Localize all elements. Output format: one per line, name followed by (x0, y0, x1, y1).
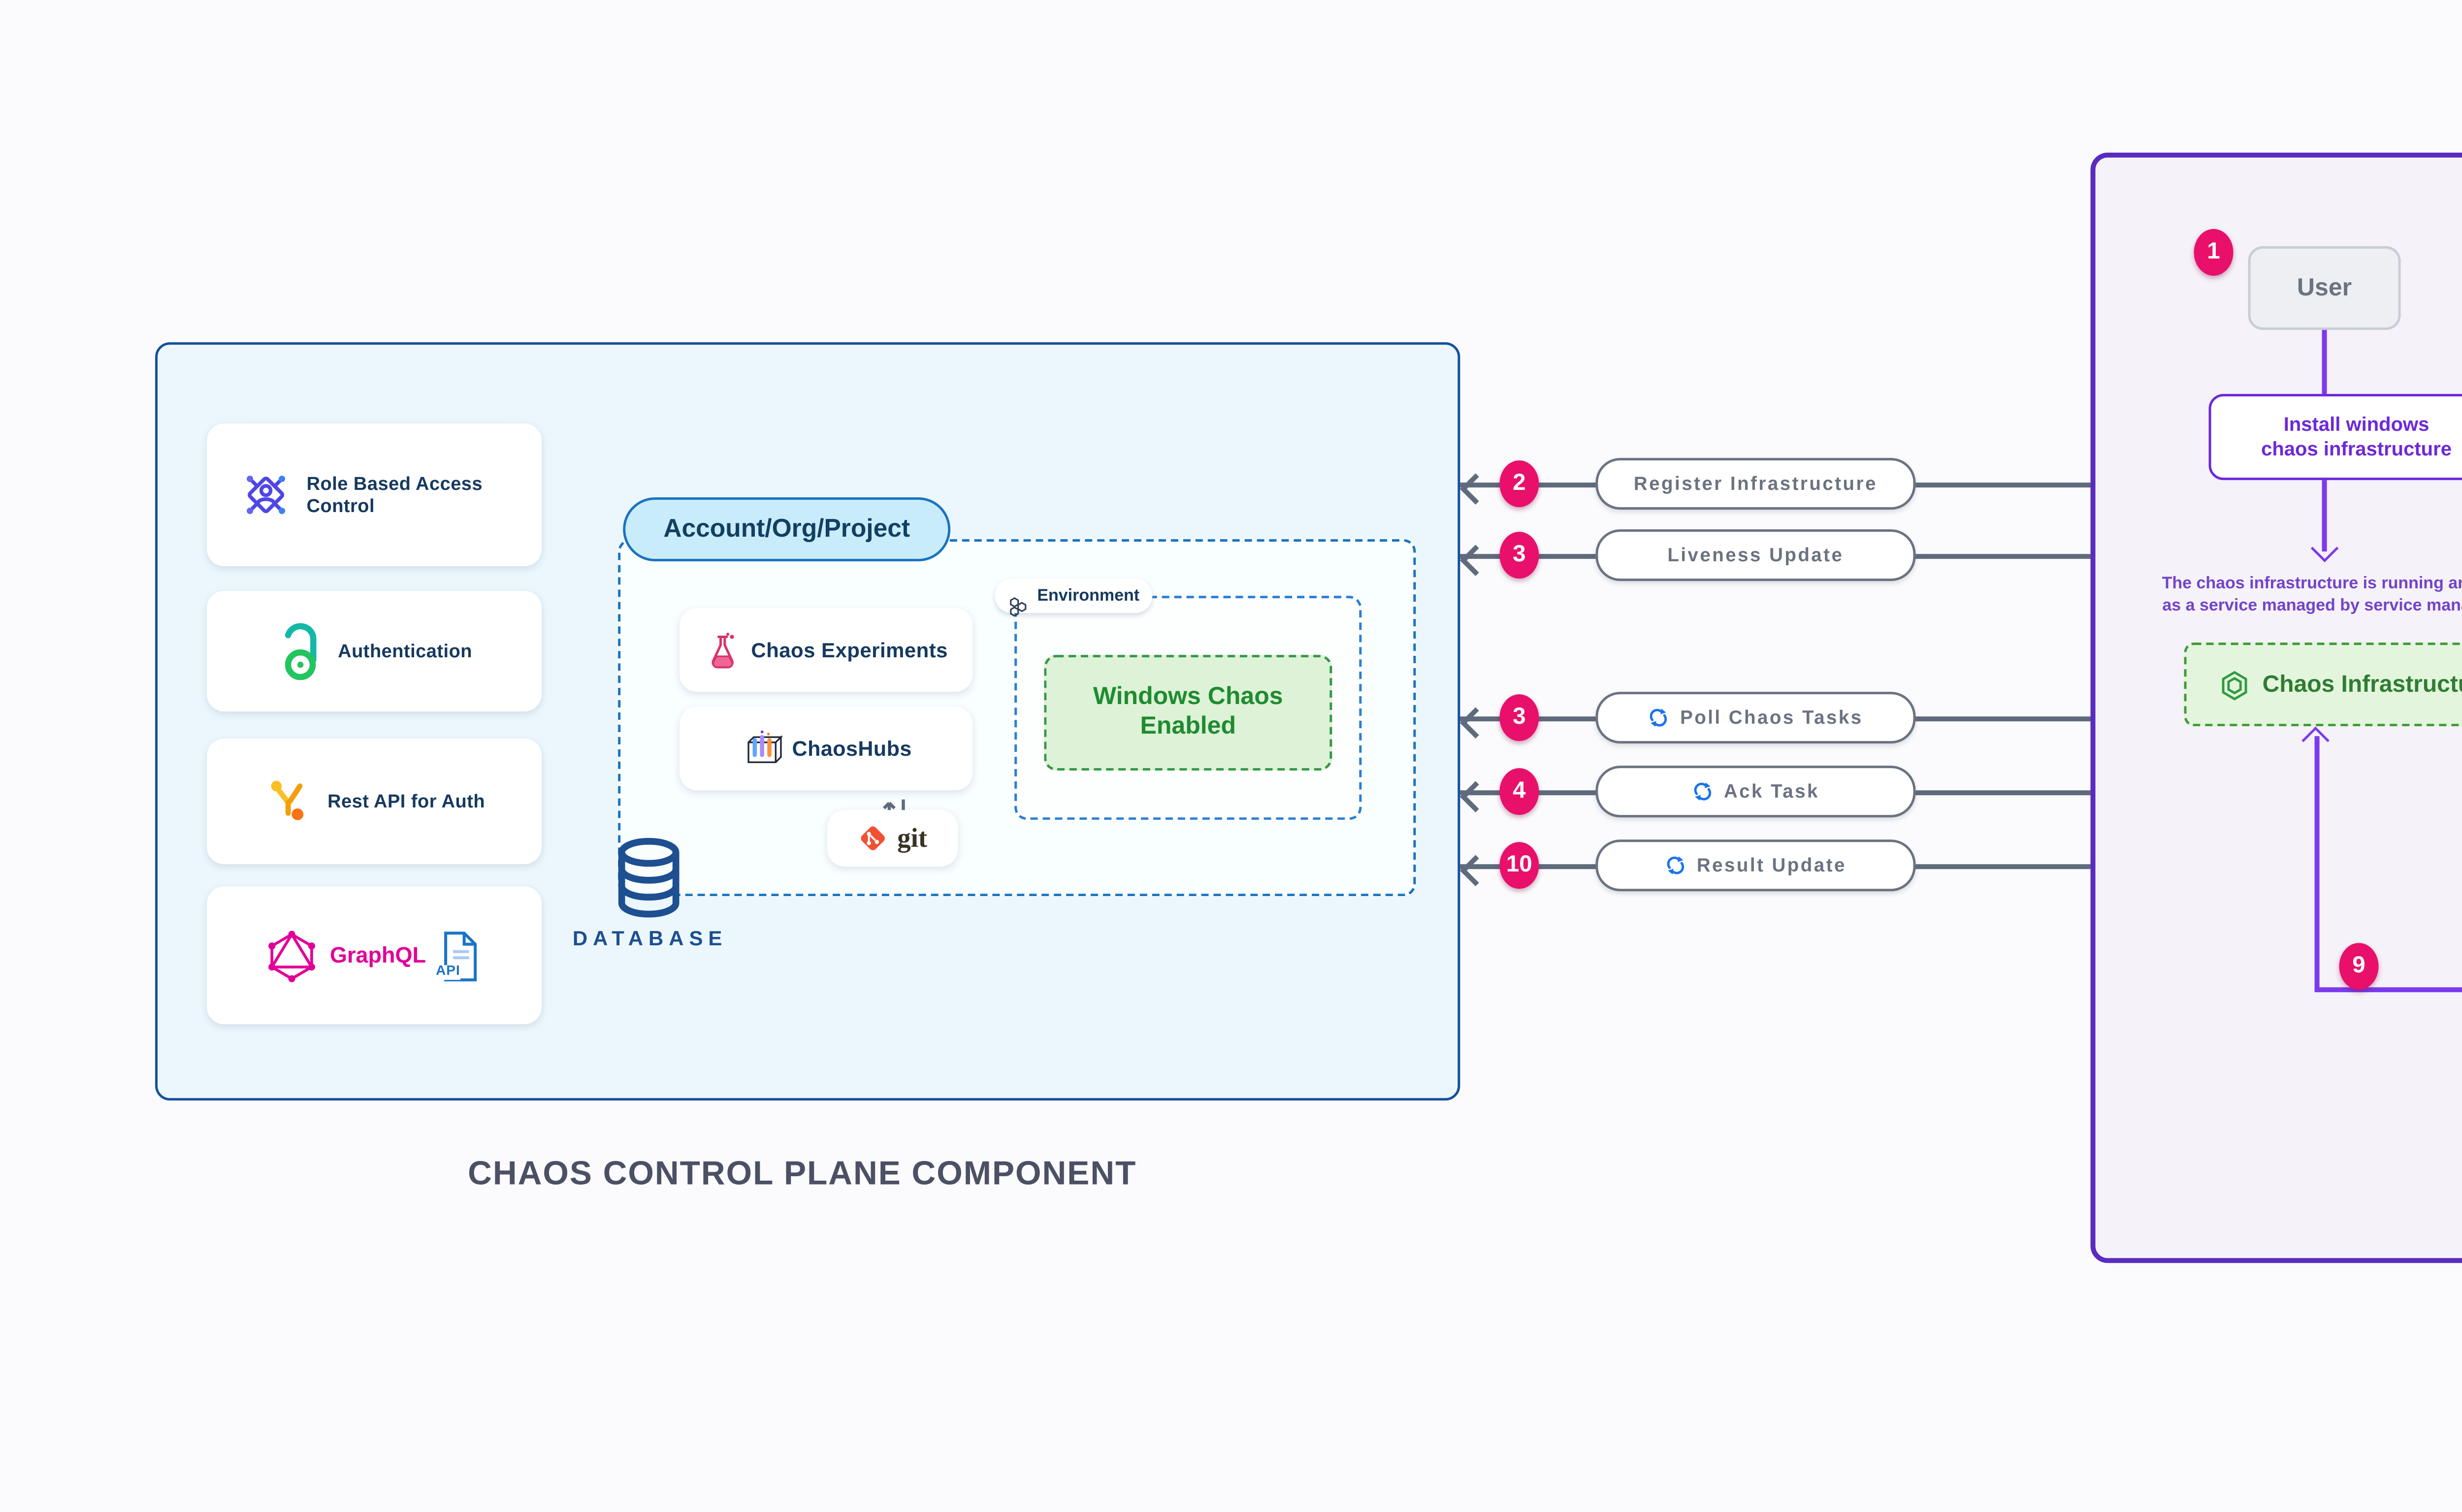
card-authentication: Authentication (207, 591, 542, 712)
arrowhead-left-icon (1460, 543, 1490, 573)
flow-line (2322, 330, 2327, 394)
control-plane-title: CHAOS CONTROL PLANE COMPONENT (468, 1155, 1137, 1192)
sync-icon (1665, 854, 1687, 876)
environment-hexagons-icon (1007, 585, 1030, 616)
infra-running-note: The chaos infrastructure is running and … (2147, 574, 2462, 619)
step-badge: 10 (1499, 842, 1539, 889)
git-label: git (897, 823, 928, 853)
connector-label: Liveness Update (1667, 544, 1844, 567)
user-box: User (2248, 246, 2401, 330)
card-rest-api-label: Rest API for Auth (327, 790, 486, 813)
api-doc-icon: API (436, 930, 480, 981)
rest-api-icon (263, 775, 315, 827)
flask-icon (704, 629, 741, 671)
flow-line (2314, 736, 2319, 990)
connector-pill-register-infrastructure: Register Infrastructure (1595, 458, 1916, 510)
chaoshubs-rack-icon (741, 728, 782, 770)
install-line2: chaos infrastructure (2261, 437, 2452, 459)
card-rest-api: Rest API for Auth (207, 739, 542, 865)
step-badge: 9 (2339, 943, 2379, 990)
card-rbac: Role Based Access Control (207, 423, 542, 567)
user-label: User (2297, 274, 2352, 302)
connector-label: Result Update (1696, 854, 1846, 877)
connector-label: Ack Task (1723, 780, 1819, 803)
flow-line (2322, 480, 2327, 552)
git-icon (858, 822, 890, 854)
account-org-project-label: Account/Org/Project (663, 515, 910, 543)
step-badge: 4 (1499, 768, 1539, 815)
environment-label: Environment (1037, 587, 1140, 605)
card-chaos-experiments: Chaos Experiments (680, 608, 973, 692)
connector-pill-result-update: Result Update (1595, 839, 1916, 892)
chaos-experiments-label: Chaos Experiments (751, 638, 948, 663)
chaos-infrastructure-box: Chaos Infrastructure (2184, 643, 2462, 727)
infra-note-line1: The chaos infrastructure is running and … (2162, 576, 2462, 594)
connector-pill-liveness-update: Liveness Update (1595, 529, 1916, 581)
infra-note-line2: as a service managed by service manager (2162, 599, 2462, 616)
windows-chaos-line2: Enabled (1140, 712, 1236, 740)
rbac-icon (235, 465, 294, 524)
card-graphql-label: GraphQL (330, 943, 426, 968)
database-icon (611, 837, 687, 918)
card-git: git (827, 810, 958, 867)
chaos-infra-hexagon-icon (2218, 669, 2250, 701)
connector-label: Poll Chaos Tasks (1680, 707, 1863, 729)
sync-icon (1692, 780, 1714, 803)
install-line1: Install windows (2283, 412, 2430, 435)
card-rbac-label: Role Based Access Control (306, 473, 483, 517)
database-label: DATABASE (572, 926, 728, 951)
card-authentication-label: Authentication (338, 640, 473, 663)
step-badge: 3 (1499, 694, 1539, 741)
arrowhead-left-icon (1460, 853, 1490, 884)
chaoshubs-label: ChaosHubs (792, 736, 912, 761)
auth-lock-icon (276, 622, 325, 681)
flow-line (2314, 987, 2462, 992)
chaos-infrastructure-label: Chaos Infrastructure (2262, 671, 2462, 698)
account-org-project-pill: Account/Org/Project (623, 497, 951, 562)
step-badge: 1 (2194, 229, 2234, 276)
card-graphql: GraphQL API (207, 886, 542, 1025)
arrowhead-left-icon (1460, 706, 1490, 736)
install-infra-box: Install windows chaos infrastructure (2208, 394, 2462, 481)
connector-label: Register Infrastructure (1633, 473, 1878, 495)
windows-chaos-line1: Windows Chaos (1093, 683, 1283, 710)
step-badge: 3 (1499, 532, 1539, 579)
environment-pill: Environment (995, 579, 1153, 616)
step-badge: 2 (1499, 460, 1539, 508)
card-chaoshubs: ChaosHubs (680, 707, 973, 791)
connector-pill-ack-task: Ack Task (1595, 766, 1916, 818)
windows-chaos-enabled-box: Windows Chaos Enabled (1044, 655, 1332, 771)
arrowhead-left-icon (1460, 779, 1490, 809)
connector-pill-poll-chaos-tasks: Poll Chaos Tasks (1595, 692, 1916, 744)
arrowhead-left-icon (1460, 472, 1490, 502)
api-doc-label: API (436, 964, 460, 979)
graphql-icon (268, 929, 315, 981)
sync-icon (1648, 707, 1670, 729)
